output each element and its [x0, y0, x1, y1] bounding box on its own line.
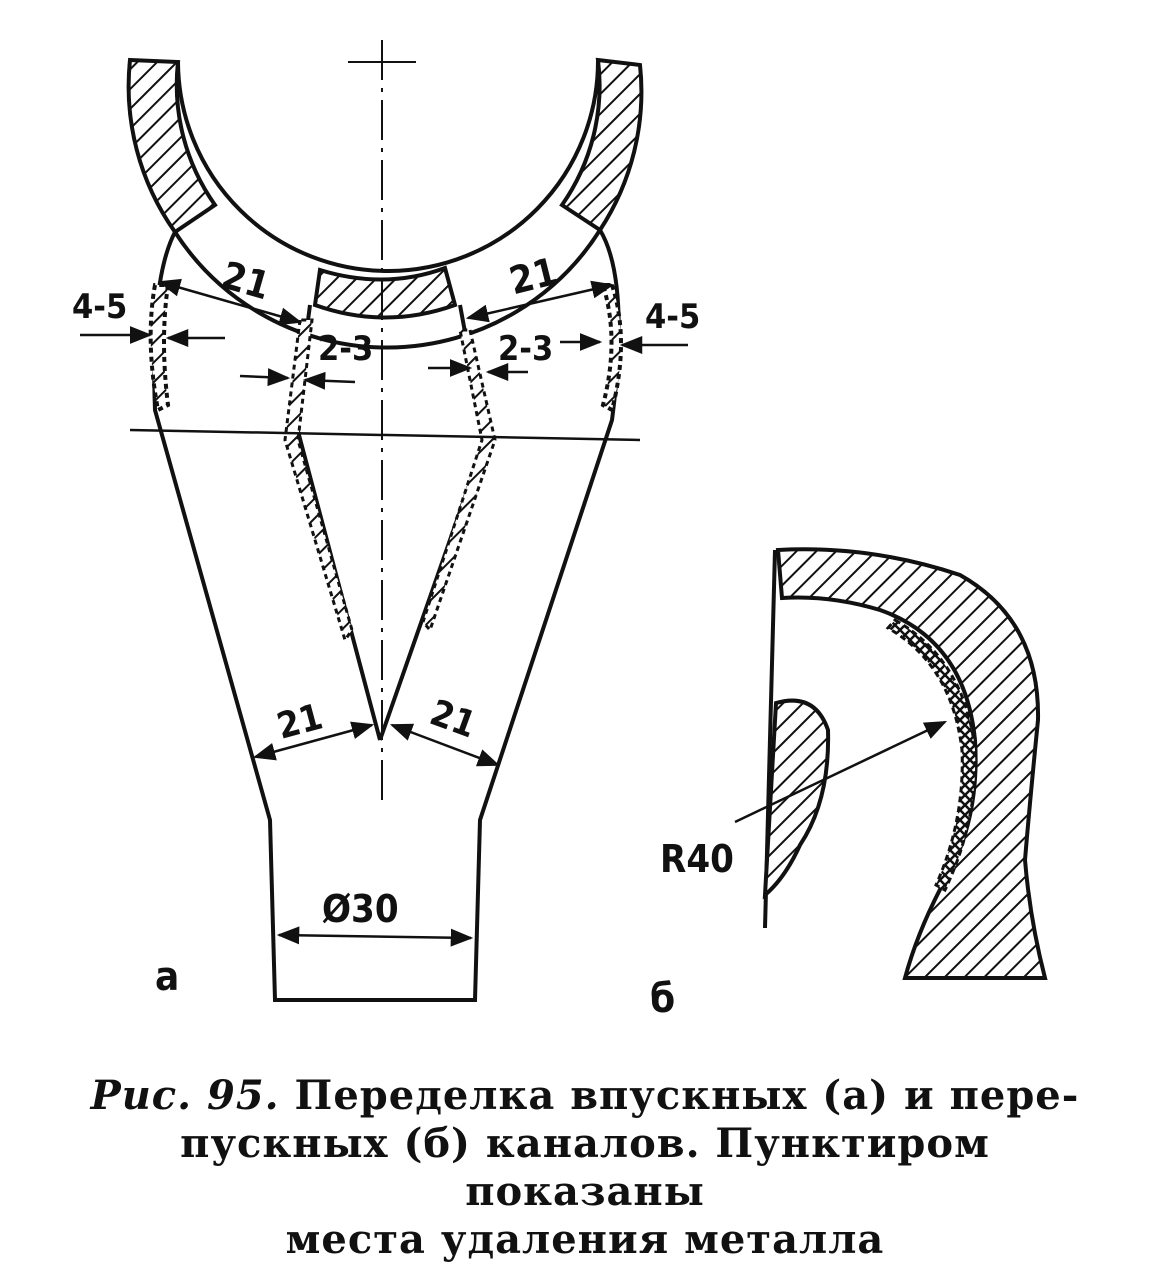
caption-fig-ref: Рис. 95.: [90, 1072, 280, 1119]
dim-line-bottom-right: [389, 723, 501, 767]
removal-inner-left: [283, 318, 354, 644]
dim-line-width-right: [465, 280, 615, 323]
dim-remove-inner-right: 2-3: [498, 329, 553, 369]
figure-a-label: a: [155, 954, 179, 1000]
figure-b-label: б: [650, 976, 675, 1022]
dim-line-radius: [734, 720, 948, 824]
dim-width-right: 21: [505, 249, 562, 303]
dim-line-inner-left-b: [302, 371, 356, 390]
removal-inner-right: [421, 328, 497, 633]
dim-remove-outer-right: 4-5: [645, 297, 700, 337]
dim-bottom-right: 21: [425, 692, 481, 746]
piston-lobe: [762, 698, 831, 900]
caption-line-3: места удаления металла: [285, 1216, 885, 1263]
dim-remove-outer-left: 4-5: [72, 287, 127, 327]
figure-a-labels: 21 21 21 21 4-5 4-5 2-3 2-3 Ø30 a: [72, 249, 700, 1000]
cylinder-wall-right: [559, 57, 644, 233]
removal-outer-right: [600, 283, 623, 414]
dim-line-bottom-left: [252, 721, 375, 761]
figure-a-intake-port: [80, 40, 688, 1002]
section-line: [129, 428, 641, 442]
dim-remove-inner-left: 2-3: [318, 329, 373, 369]
dim-line-width-left: [157, 278, 303, 326]
port-bridge: [312, 265, 458, 320]
removal-crosshatch: [885, 618, 977, 893]
dim-line-diameter: [276, 926, 474, 947]
septum-left: [292, 304, 382, 741]
dim-line-inner-left-a: [239, 368, 291, 387]
figure-b-labels: R40 б: [650, 837, 734, 1022]
caption-line-1: Рис. 95. Переделка впускных (а) и пере-: [60, 1072, 1110, 1120]
figure-b-transfer-port: [734, 547, 1048, 980]
caption-line-1-text: Переделка впускных (а) и пере-: [294, 1072, 1080, 1119]
cylinder-wall-left: [126, 57, 218, 235]
caption-line-2: пускных (б) каналов. Пунктиром показаны: [180, 1120, 990, 1215]
dim-diameter: Ø30: [322, 887, 399, 931]
figure-caption: Рис. 95. Переделка впускных (а) и пере- …: [60, 1072, 1110, 1264]
cylinder-bore: [176, 59, 601, 273]
port-wall: [775, 547, 1048, 980]
dim-radius: R40: [660, 837, 734, 881]
